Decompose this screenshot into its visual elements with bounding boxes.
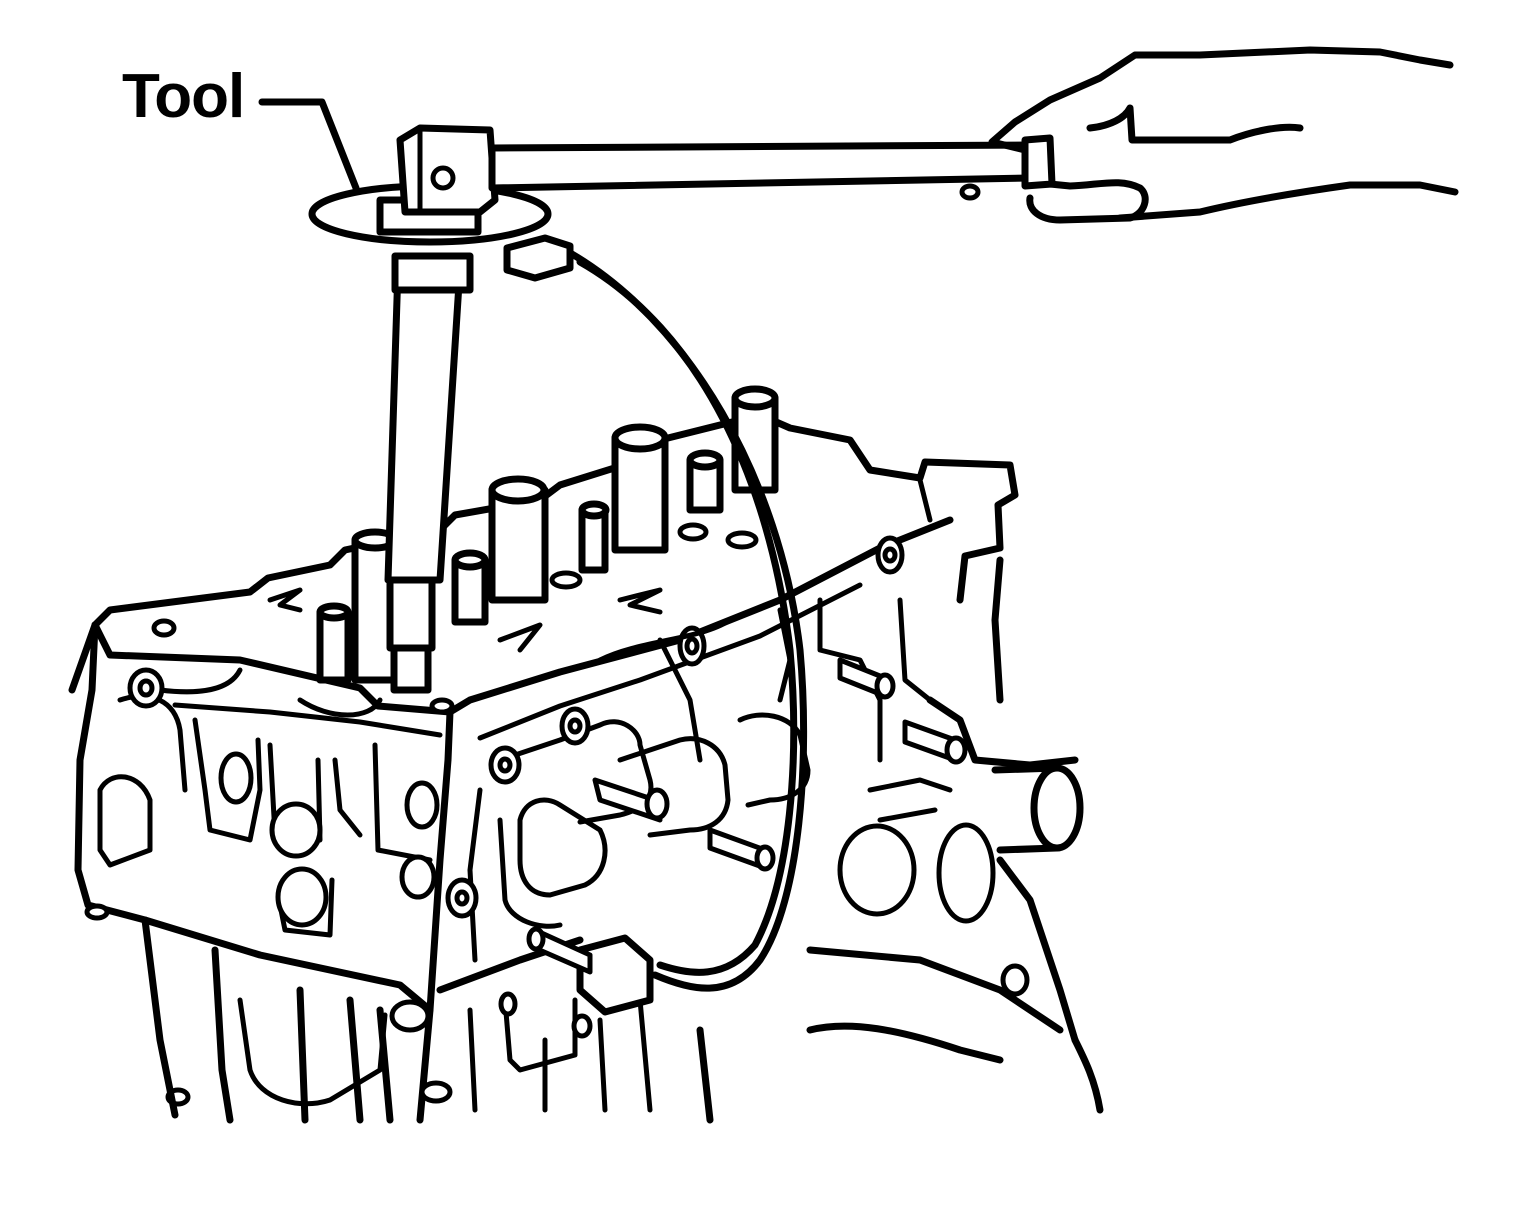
tool-callout-leader: [258, 98, 360, 192]
cylinder-head: [68, 385, 1104, 1124]
sensor-cable: [503, 234, 808, 1016]
hand: [988, 46, 1459, 224]
tool-callout-label: Tool: [122, 62, 245, 131]
tool: [308, 124, 1056, 694]
